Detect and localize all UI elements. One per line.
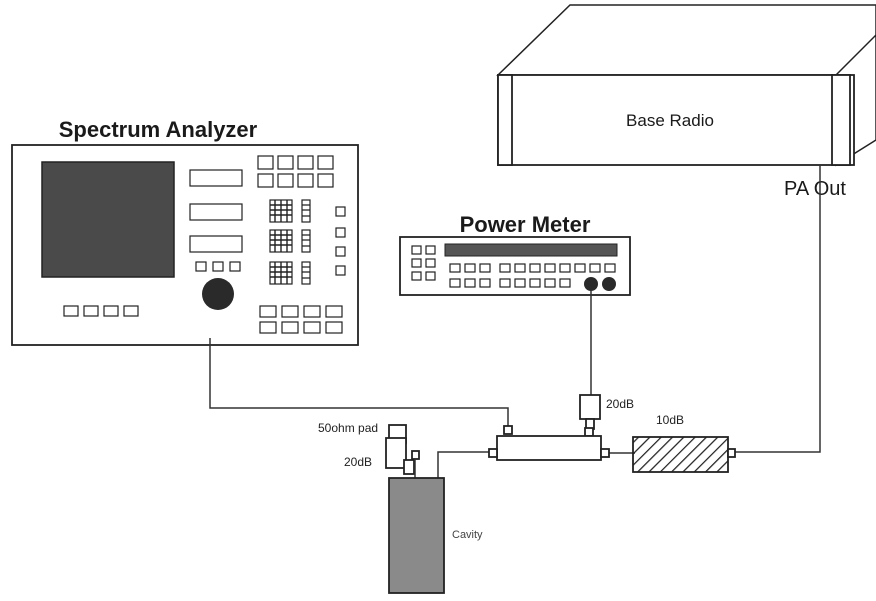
cable-spectrum-analyzer-to-coupler	[209, 338, 509, 428]
directional-coupler	[488, 425, 610, 461]
spectrum-analyzer	[11, 144, 359, 346]
key	[411, 271, 422, 281]
key	[325, 305, 343, 318]
key	[425, 258, 436, 268]
power-meter-display	[444, 243, 618, 257]
key	[325, 321, 343, 334]
power-meter-label: Power Meter	[460, 212, 591, 237]
base-radio: Base Radio	[496, 4, 876, 167]
key	[83, 305, 99, 317]
key	[335, 265, 346, 276]
key	[317, 173, 334, 188]
base-radio-right-rack-ear	[831, 74, 851, 166]
attenuator-20db-coupler	[579, 394, 601, 430]
key	[425, 245, 436, 255]
atten-20db-pad-label: 20dB	[344, 455, 372, 469]
key	[297, 173, 314, 188]
attenuator-10db	[632, 436, 736, 473]
key	[257, 173, 274, 188]
sensor-connector-b-icon	[602, 277, 616, 291]
sensor-connector-a-icon	[584, 277, 598, 291]
base-radio-label: Base Radio	[626, 111, 714, 130]
key	[259, 305, 277, 318]
softkey-1	[189, 169, 243, 187]
key	[281, 321, 299, 334]
pad-50ohm-label: 50ohm pad	[318, 421, 378, 435]
key	[303, 305, 321, 318]
key	[63, 305, 79, 317]
key	[257, 155, 274, 170]
power-meter-keys-row2	[449, 278, 571, 288]
spectrum-analyzer-screen	[41, 161, 175, 278]
pad-connector	[403, 459, 415, 475]
attenuator-10db-body	[632, 436, 729, 473]
cavity-assembly	[385, 424, 445, 594]
key	[335, 227, 346, 238]
pa-out-label: PA Out	[784, 178, 846, 200]
small-key	[195, 261, 207, 272]
key	[425, 271, 436, 281]
key	[103, 305, 119, 317]
key	[303, 321, 321, 334]
atten-10db-label: 10dB	[656, 413, 684, 427]
keypad-middle	[269, 229, 311, 253]
tuning-knob-icon	[202, 278, 234, 310]
key	[277, 155, 294, 170]
key	[335, 206, 346, 217]
cable-pa-out-to-10db	[728, 165, 821, 453]
attenuator-body	[579, 394, 601, 420]
small-key	[229, 261, 241, 272]
base-radio-left-rack-ear	[497, 74, 513, 166]
atten-20db-coupler-label: 20dB	[606, 397, 634, 411]
key	[411, 245, 422, 255]
softkey-3	[189, 235, 243, 253]
pad-50ohm-body	[385, 437, 407, 469]
base-radio-top-face	[496, 4, 876, 76]
power-meter-keys-row1	[449, 263, 616, 273]
cable-coupler-to-cavity	[437, 451, 497, 478]
key	[277, 173, 294, 188]
spectrum-analyzer-label: Spectrum Analyzer	[59, 117, 258, 142]
keypad-lower	[269, 261, 311, 285]
key	[317, 155, 334, 170]
key	[297, 155, 314, 170]
key	[259, 321, 277, 334]
key	[281, 305, 299, 318]
small-key	[212, 261, 224, 272]
coupler-body	[496, 435, 602, 461]
cavity-body	[388, 477, 445, 594]
keypad-upper	[269, 199, 311, 223]
key	[123, 305, 139, 317]
softkey-2	[189, 203, 243, 221]
key	[411, 258, 422, 268]
power-meter	[399, 236, 631, 296]
key	[335, 246, 346, 257]
cavity-label: Cavity	[452, 529, 483, 541]
